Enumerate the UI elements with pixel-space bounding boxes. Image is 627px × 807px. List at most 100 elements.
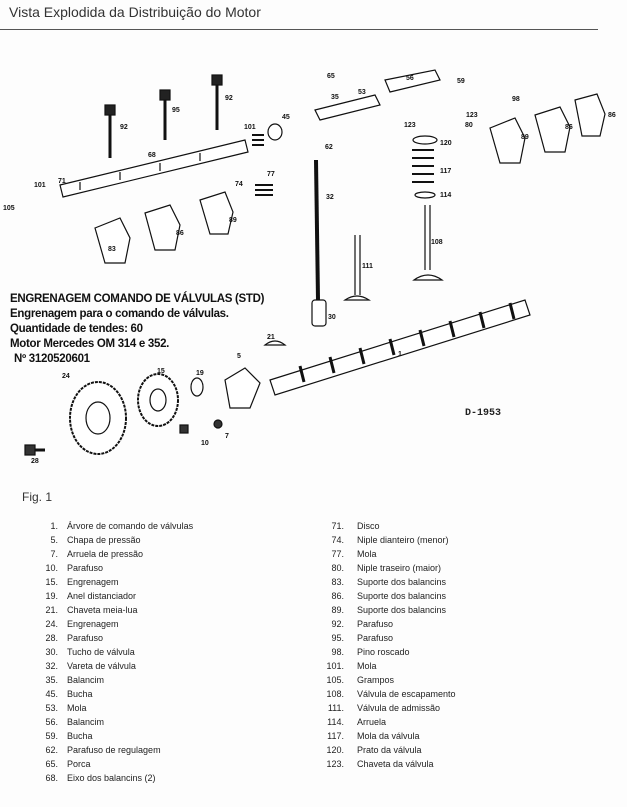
parts-list-item: 105. Grampos xyxy=(318,675,456,689)
part-name: Balancim xyxy=(67,717,105,727)
camshaft xyxy=(269,299,531,396)
part-name: Bucha xyxy=(67,731,93,741)
product-info-part-number: Nº 3120520601 xyxy=(14,353,90,365)
part-number: 45. xyxy=(45,689,58,699)
part-number: 80. xyxy=(331,563,344,573)
drawing-code: D-1953 xyxy=(465,408,502,419)
part-name: Grampos xyxy=(357,675,395,685)
part-number: 59. xyxy=(45,731,58,741)
parts-list-item: 108.Válvula de escapamento xyxy=(318,689,455,703)
page-title: Vista Explodida da Distribuição do Motor xyxy=(9,4,261,20)
product-info-line: Engrenagem para o comando de válvulas. xyxy=(10,308,229,320)
part-name: Engrenagem xyxy=(67,577,119,587)
product-info: ENGRENAGEM COMANDO DE VÁLVULAS (STD) Eng… xyxy=(10,292,264,367)
part-number: 56. xyxy=(45,717,58,727)
part-name: Árvore de comando de válvulas xyxy=(67,521,194,531)
part-number: 62. xyxy=(45,745,58,755)
callout-label: 35 xyxy=(331,94,339,101)
parts-list-item: 19. Anel distanciador xyxy=(20,591,193,605)
rocker-shaft xyxy=(59,139,249,198)
callout-label: 105 xyxy=(3,205,15,212)
callout-label: 80 xyxy=(465,122,473,129)
callout-label: 19 xyxy=(196,370,204,377)
part-name: Arruela xyxy=(357,717,387,727)
callout-label: 98 xyxy=(512,96,520,103)
callout-label: 117 xyxy=(440,168,452,175)
callout-label: 10 xyxy=(201,440,209,447)
part-number: 98. xyxy=(331,647,344,657)
part-name: Balancim xyxy=(67,675,105,685)
part-name: Niple traseiro (maior) xyxy=(357,563,442,573)
callout-label: 101 xyxy=(244,124,256,131)
callout-label: 123 xyxy=(466,112,478,119)
parts-list-item: 32.Vareta de válvula xyxy=(20,661,193,675)
callout-label: 101 xyxy=(34,182,46,189)
callout-label: 30 xyxy=(328,314,336,321)
part-number: 21. xyxy=(45,605,58,615)
part-number: 71. xyxy=(331,521,344,531)
part-name: Arruela de pressão xyxy=(67,549,144,559)
parts-list-item: 7.Arruela de pressão xyxy=(20,549,193,563)
part-number: 95. xyxy=(331,633,344,643)
product-info-line: Quantidade de tendes: 60 xyxy=(10,323,143,335)
callout-label: 56 xyxy=(406,75,414,82)
parts-list-item: 1.Árvore de comando de válvulas xyxy=(20,521,193,535)
part-number: 86. xyxy=(331,591,344,601)
part-name: Suporte dos balancins xyxy=(357,591,447,601)
part-number: 123. xyxy=(326,759,344,769)
part-number: 74. xyxy=(331,535,344,545)
part-name: Pino roscado xyxy=(357,647,410,657)
parts-list-item: 111.Válvula de admissão xyxy=(318,703,456,717)
parts-list-item: 77.Mola xyxy=(318,549,456,563)
callout-label: 28 xyxy=(31,458,39,465)
part-number: 83. xyxy=(331,577,344,587)
part-number: 15. xyxy=(45,577,58,587)
parts-list-item: 95.Parafuso xyxy=(318,633,456,647)
callout-label: 59 xyxy=(457,78,465,85)
parts-list-item: 65.Porca xyxy=(20,759,193,773)
part-name: Chaveta da válvula xyxy=(357,759,434,769)
parts-list-item: 101.Mola xyxy=(318,661,456,675)
figure-label: Fig. 1 xyxy=(22,490,53,504)
part-number: 105. xyxy=(326,675,344,685)
parts-list-item: 92.Parafuso xyxy=(318,619,456,633)
parts-list-item: 89.Suporte dos balancins xyxy=(318,605,456,619)
callout-label: 24 xyxy=(62,373,70,380)
part-name: Anel distanciador xyxy=(67,591,137,601)
callout-label: 53 xyxy=(358,89,366,96)
parts-list-item: 117.Mola da válvula xyxy=(318,731,456,745)
part-name: Niple dianteiro (menor) xyxy=(357,535,449,545)
part-number: 35. xyxy=(45,675,58,685)
part-name: Suporte dos balancins xyxy=(357,577,447,587)
callout-label: 1 xyxy=(398,351,402,358)
product-info-heading: ENGRENAGEM COMANDO DE VÁLVULAS (STD) xyxy=(10,293,265,305)
bolts xyxy=(104,74,223,158)
parts-list-item: 53. Mola xyxy=(20,703,193,717)
part-number: 101. xyxy=(326,661,344,671)
parts-list-item: 35. Balancim xyxy=(20,675,193,689)
part-number: 53. xyxy=(45,703,58,713)
callout-label: 83 xyxy=(108,246,116,253)
part-name: Tucho de válvula xyxy=(67,647,135,657)
parts-list-item: 62.Parafuso de regulagem xyxy=(20,745,193,759)
callout-label: 65 xyxy=(327,73,335,80)
product-info-line: Motor Mercedes OM 314 e 352. xyxy=(10,338,170,350)
callout-label: 7 xyxy=(225,433,229,440)
callout-label: 15 xyxy=(157,368,165,375)
callout-label: 95 xyxy=(172,107,180,114)
part-name: Engrenagem xyxy=(67,619,119,629)
part-number: 10. xyxy=(45,563,58,573)
callout-label: 92 xyxy=(225,95,233,102)
callout-label: 77 xyxy=(267,171,275,178)
parts-list-item: 24.Engrenagem xyxy=(20,619,193,633)
callout-label: 62 xyxy=(325,144,333,151)
callout-label: 120 xyxy=(440,140,452,147)
part-number: 32. xyxy=(45,661,58,671)
part-number: 92. xyxy=(331,619,344,629)
part-number: 19. xyxy=(45,591,58,601)
rocker-supports xyxy=(94,93,606,264)
parts-list-item: 68.Eixo dos balancins (2) xyxy=(20,773,193,787)
part-name: Mola xyxy=(67,703,87,713)
